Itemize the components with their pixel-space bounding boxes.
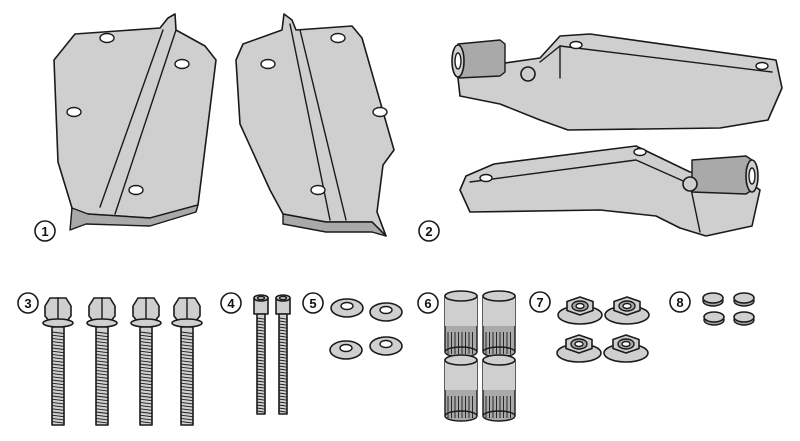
callout-1: 1 [34, 220, 56, 242]
cap [733, 292, 755, 307]
part-1-bracket-right [235, 13, 395, 237]
part-8-caps [702, 292, 755, 326]
hole [569, 40, 583, 50]
cap [702, 292, 724, 307]
callout-number: 1 [41, 224, 48, 239]
hole [260, 58, 276, 70]
callout-3: 3 [17, 292, 39, 314]
callout-6: 6 [417, 292, 439, 314]
part-2-arm-bottom [459, 145, 761, 237]
washer [330, 298, 364, 318]
spacer [482, 354, 516, 422]
part-5-washers [329, 298, 403, 360]
flange-nut [556, 334, 602, 363]
hex-bolt [86, 297, 118, 426]
part-3-hex-bolts [42, 297, 203, 426]
hex-bolt [171, 297, 203, 426]
part-1-bracket-left [53, 13, 217, 231]
hole [330, 32, 346, 44]
hole [310, 184, 326, 196]
part-6-spacers [444, 290, 516, 422]
callout-4: 4 [220, 292, 242, 314]
spacer [444, 354, 478, 422]
washer [369, 302, 403, 322]
part-4-socket-bolts [253, 294, 291, 415]
callout-number: 3 [24, 296, 31, 311]
hole [372, 106, 388, 118]
washer [329, 340, 363, 360]
callout-5: 5 [302, 292, 324, 314]
callout-number: 6 [424, 296, 431, 311]
spacer [444, 290, 478, 358]
flange-nut [557, 296, 603, 325]
flange-nut [603, 334, 649, 363]
callout-number: 7 [536, 295, 543, 310]
callout-number: 8 [676, 295, 683, 310]
callout-2: 2 [418, 220, 440, 242]
hex-bolt [42, 297, 74, 426]
callout-7: 7 [529, 291, 551, 313]
callout-number: 2 [425, 224, 432, 239]
cap [703, 311, 725, 326]
hole [66, 106, 82, 118]
hole [755, 61, 769, 71]
part-7-flange-nuts [556, 296, 650, 363]
socket-bolt [275, 294, 291, 415]
hex-bolt [130, 297, 162, 426]
hole [633, 147, 647, 157]
socket-bolt [253, 294, 269, 415]
spacer [482, 290, 516, 358]
hole [99, 32, 115, 44]
flange-nut [604, 296, 650, 325]
hole [479, 173, 493, 183]
callout-number: 4 [227, 296, 235, 311]
callout-8: 8 [669, 291, 691, 313]
hole [174, 58, 190, 70]
callout-number: 5 [309, 296, 316, 311]
hole [128, 184, 144, 196]
cap [733, 311, 755, 326]
part-2-arm-top [451, 33, 783, 131]
washer [369, 336, 403, 356]
